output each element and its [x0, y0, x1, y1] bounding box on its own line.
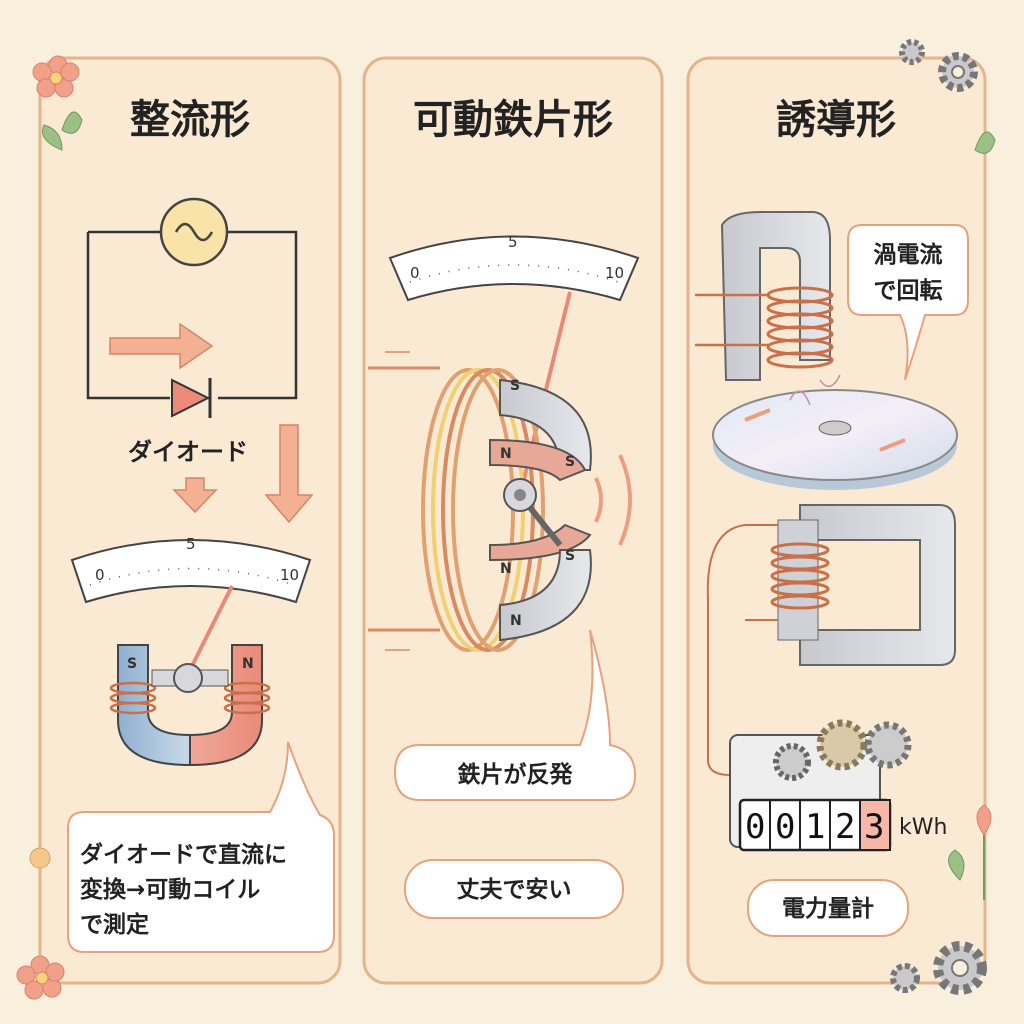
panel-title-rectifier: 整流形 — [130, 97, 250, 143]
speech-bubble-cheap: 丈夫で安い — [404, 859, 624, 919]
leaf-icon — [42, 111, 996, 881]
meter-scale: 0 5 10 — [70, 535, 312, 604]
scale-label-10: 10 — [605, 264, 624, 282]
magnet-pole-s: S — [127, 656, 137, 672]
watt-hour-meter: 0 0 1 2 3 kWh — [729, 719, 947, 852]
rectifier-circuit — [86, 230, 298, 400]
current-arrow-icon — [109, 322, 314, 524]
scale-label-0: 0 — [410, 264, 420, 282]
counter-digit: 0 — [775, 807, 795, 847]
scale-label-5: 5 — [508, 233, 518, 251]
scale-label-5: 5 — [186, 535, 196, 553]
pole-label: N — [500, 446, 512, 462]
bubble-repel-text: 鉄片が反発 — [458, 761, 574, 788]
speech-bubble-eddy: 渦電流 で回転 — [847, 224, 969, 381]
speech-bubble-rectifier: ダイオードで直流に 変換→可動コイル で測定 — [67, 741, 335, 953]
bubble-line-3: で測定 — [80, 911, 149, 938]
counter-unit: kWh — [899, 815, 947, 840]
vane-pole-labels: S N S N S N — [500, 378, 575, 629]
bubble-eddy-line-1: 渦電流 — [874, 241, 943, 268]
scale-label-0: 0 — [95, 566, 105, 584]
aluminum-disc — [712, 374, 958, 490]
pole-label: S — [565, 548, 575, 564]
lower-electromagnet — [706, 504, 956, 776]
flower-icon — [16, 55, 80, 1000]
lead-wires — [368, 351, 440, 651]
bubble-cheap-text: 丈夫で安い — [457, 876, 572, 903]
repulsion-arrow-icon — [594, 454, 632, 546]
pivot — [503, 478, 563, 547]
counter-digit: 0 — [745, 807, 765, 847]
ac-source-icon — [159, 197, 229, 267]
meter-label-bubble: 電力量計 — [747, 879, 909, 937]
iron-vanes — [489, 378, 592, 642]
pole-label: N — [500, 561, 512, 577]
scale-label-10: 10 — [280, 566, 299, 584]
panel-title-moving-iron: 可動鉄片形 — [413, 97, 613, 143]
pole-label: S — [565, 454, 575, 470]
panel-title-induction: 誘導形 — [776, 97, 896, 143]
meter-scale-moving-iron: 0 5 10 — [388, 233, 640, 302]
meter-label: 電力量計 — [782, 895, 874, 922]
bubble-line-1: ダイオードで直流に — [80, 841, 287, 868]
speech-bubble-repel: 鉄片が反発 — [393, 629, 637, 801]
pole-label: N — [510, 613, 522, 629]
counter-digit: 3 — [864, 807, 884, 847]
pole-label: S — [510, 378, 520, 394]
bubble-line-2: 変換→可動コイル — [80, 876, 260, 903]
tulip-icon — [29, 804, 992, 900]
panel-rectifier — [38, 56, 342, 985]
gear-icon — [890, 39, 987, 995]
counter-digit: 2 — [835, 807, 855, 847]
bubble-eddy-line-2: で回転 — [874, 278, 943, 304]
diode-label: ダイオード — [128, 438, 248, 466]
counter-digit: 1 — [805, 807, 825, 847]
magnet-pole-n: N — [242, 656, 254, 672]
meter-needle — [184, 585, 234, 679]
permanent-magnet: S N — [109, 644, 271, 767]
diode-icon — [171, 378, 212, 418]
upper-electromagnet — [695, 211, 834, 381]
